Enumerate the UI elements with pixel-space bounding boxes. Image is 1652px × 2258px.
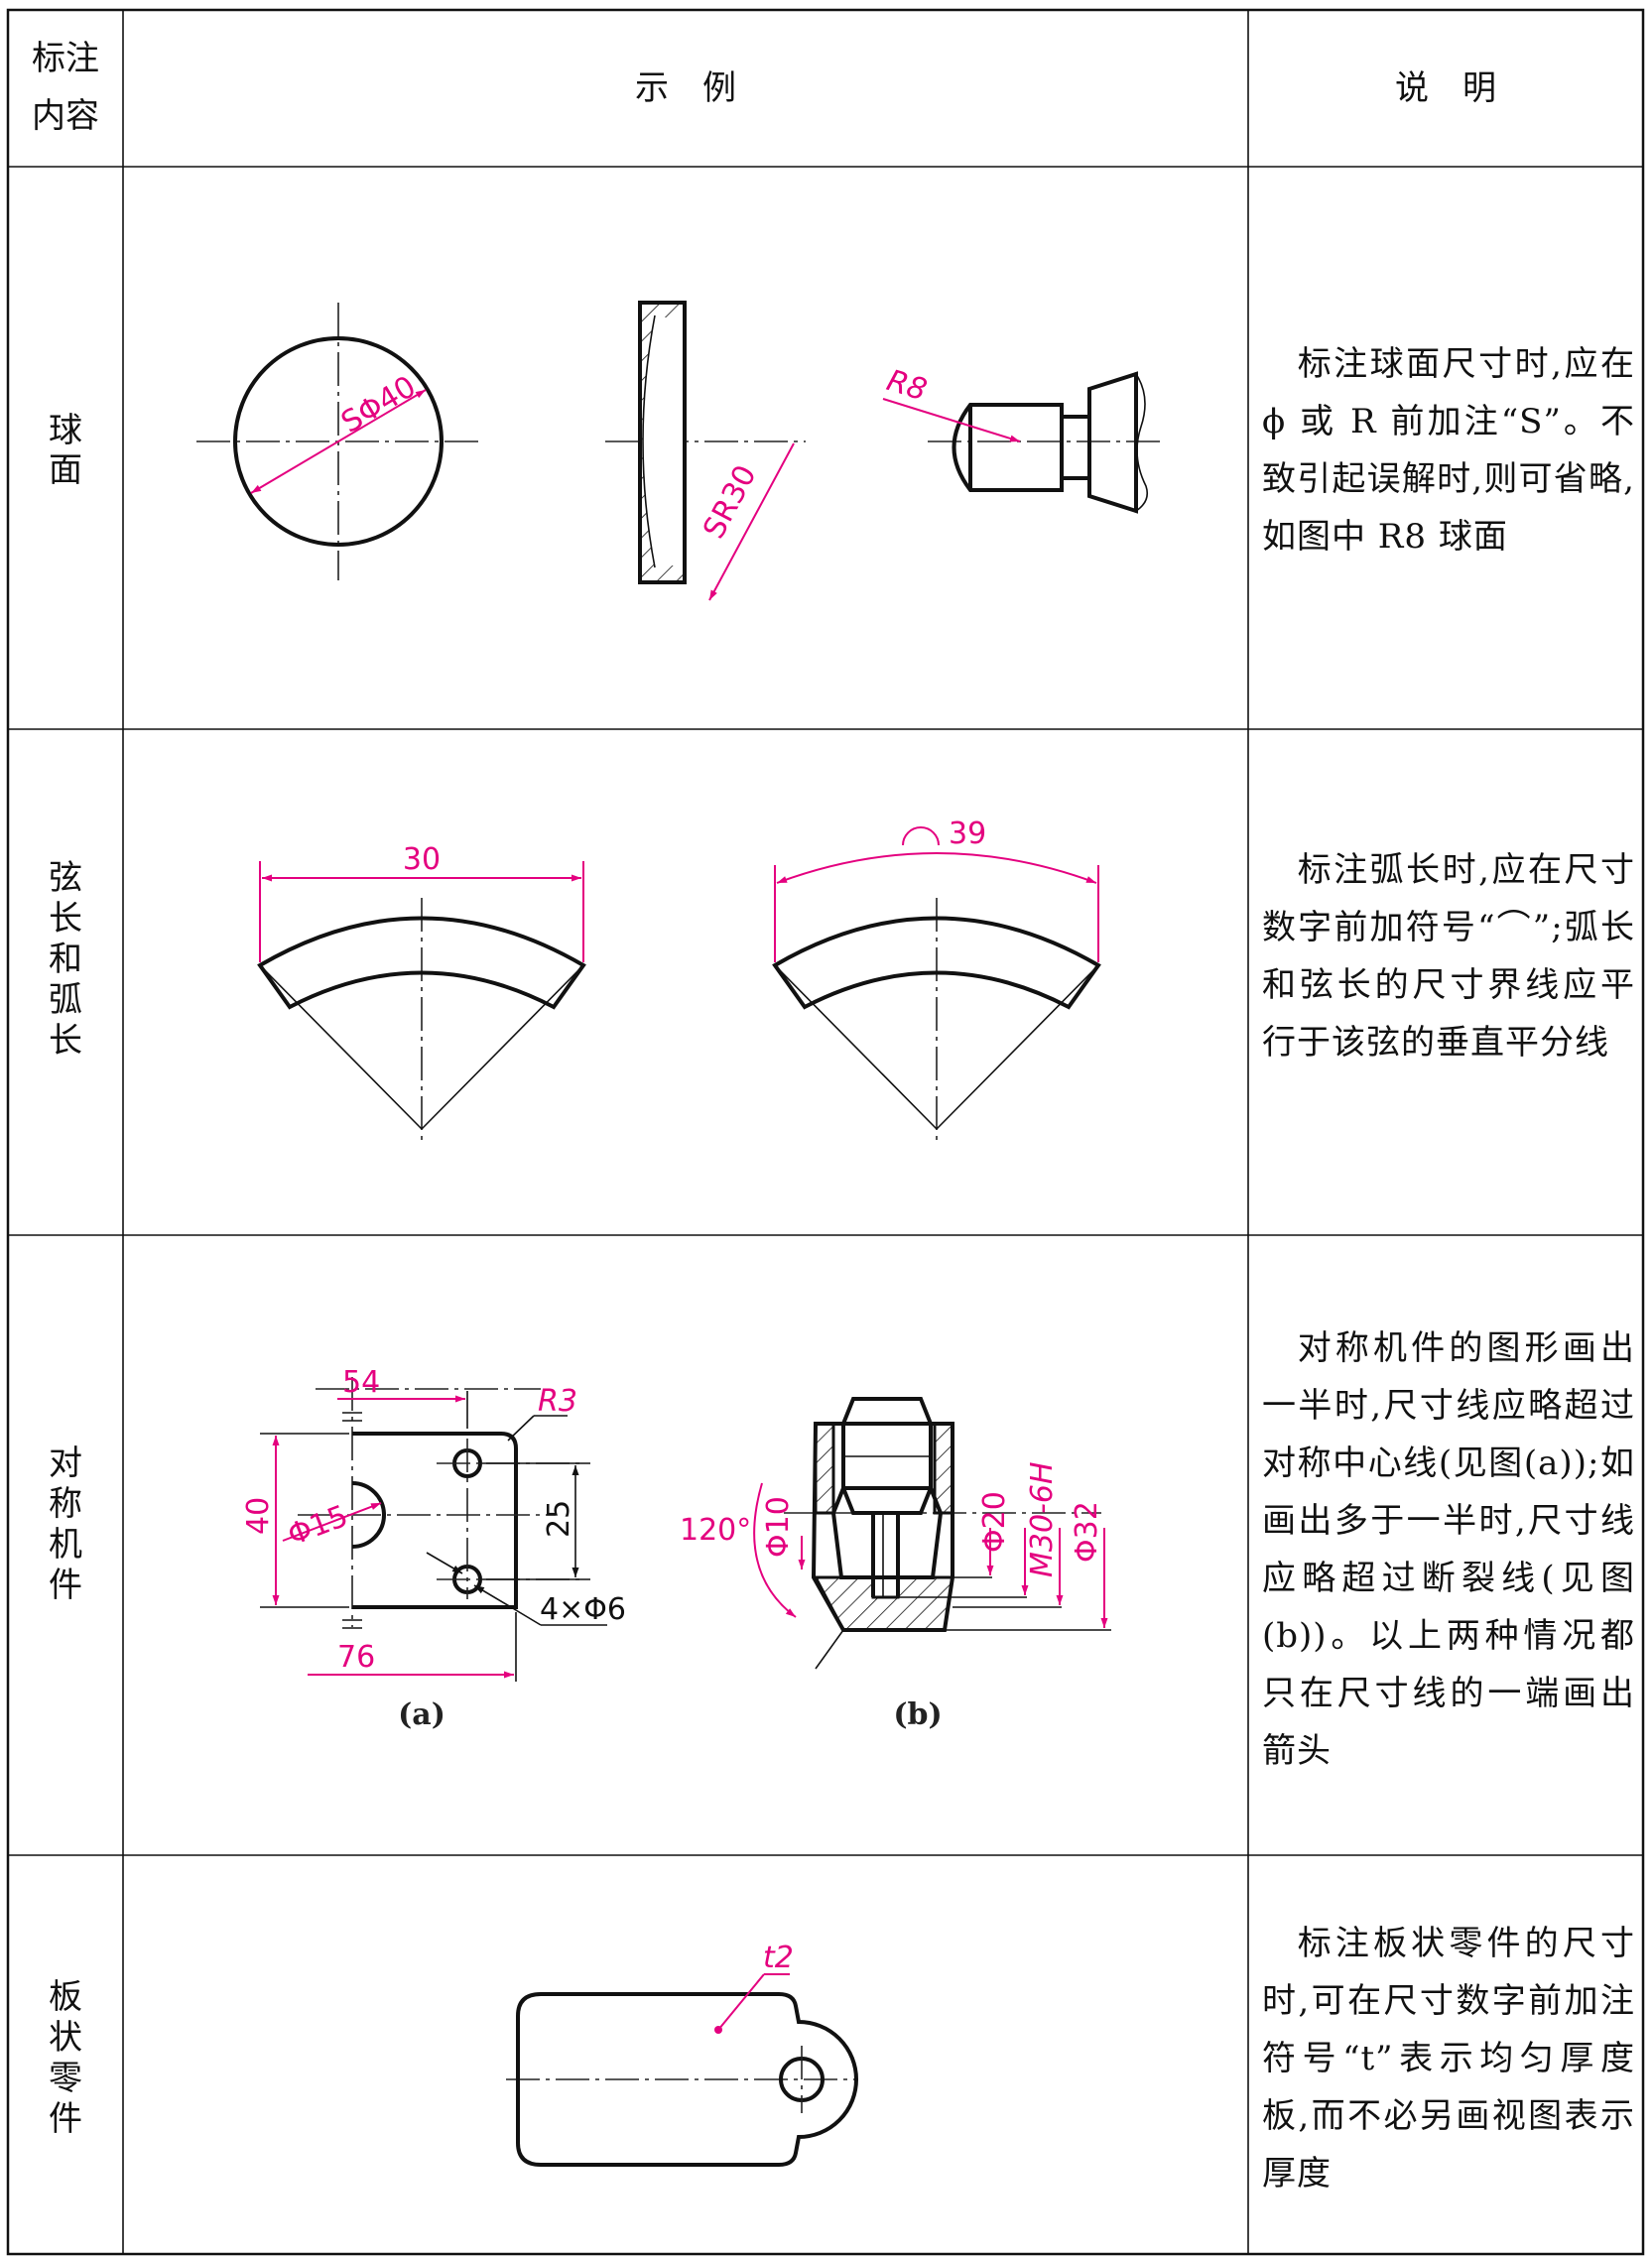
plate-example: t2: [506, 1941, 858, 2167]
row-label-char: 称: [49, 1484, 82, 1524]
row-label-char: 面: [49, 450, 82, 490]
row-label-arc: 弦 长 和 弧 长: [49, 858, 82, 1061]
dim-15: Φ15: [283, 1499, 352, 1554]
row-label-char: 状: [49, 2018, 82, 2058]
arc-symbol: [902, 826, 940, 846]
description-sphere: 标注球面尺寸时,应在 ϕ 或 R 前加注“S”。不致引起误解时,则可省略,如图中…: [1262, 344, 1635, 557]
dim-54: 54: [342, 1365, 380, 1400]
row-label-char: 弦: [49, 858, 82, 898]
description-symmetric: 对称机件的图形画出一半时,尺寸线应略超过对称中心线(见图(a));如画出多于一半…: [1262, 1328, 1635, 1771]
row-label-char: 和: [49, 940, 82, 979]
dim-10: Φ10: [761, 1496, 796, 1558]
dim-thickness: t2: [763, 1941, 794, 1975]
table-header: 标注 内容 示 例 说 明: [32, 39, 1496, 136]
row-label-char: 长: [49, 899, 82, 939]
dim-arc: 39: [949, 816, 986, 851]
sphere-example: SΦ40 SR30 R8: [196, 301, 1166, 601]
header-content-line-1: 标注: [32, 39, 99, 78]
dim-4x6: 4×Φ6: [540, 1592, 626, 1627]
dim-20: Φ20: [977, 1491, 1012, 1553]
row-label-char: 板: [49, 1977, 82, 2017]
row-label-char: 件: [49, 1566, 82, 1605]
dim-40: 40: [241, 1497, 276, 1535]
sector-ring: [257, 916, 586, 1010]
header-example: 示 例: [635, 68, 736, 108]
header-note: 说 明: [1395, 68, 1496, 108]
symmetric-example-a: 54 R3 40 Φ15 25 4×Φ6 76 (a): [241, 1365, 626, 1732]
row-label-char: 球: [49, 411, 82, 450]
arc-dimension-line: [776, 852, 1097, 884]
row-label-char: 弧: [49, 980, 82, 1020]
plate-half: [352, 1432, 518, 1609]
description-arc: 标注弧长时,应在尺寸数字前加符号“⌒”;弧长和弦长的尺寸界线应平行于该弦的垂直平…: [1262, 850, 1635, 1063]
dimension-line: [250, 389, 427, 494]
dim-120: 120°: [680, 1513, 751, 1548]
dim-r3: R3: [538, 1384, 577, 1419]
row-label-char: 长: [49, 1021, 82, 1061]
sector-ring: [772, 916, 1101, 1010]
dim-32: Φ32: [1070, 1501, 1104, 1563]
plate-outline: [516, 1992, 858, 2167]
row-label-char: 机: [49, 1525, 82, 1565]
table-grid: [6, 8, 1645, 2256]
dim-chord: 30: [403, 842, 441, 877]
row-label-char: 件: [49, 2099, 82, 2139]
caption-b: (b): [893, 1697, 942, 1732]
dim-m30: M30-6H: [1025, 1461, 1060, 1577]
arc-example: 39: [772, 816, 1101, 1146]
shaft-end: [952, 403, 1064, 492]
description-plate: 标注板状零件的尺寸时,可在尺寸数字前加注符号“t”表示均匀厚度板,而不必另画视图…: [1262, 1924, 1635, 2194]
lens-section: [638, 301, 687, 584]
chord-example: 30: [257, 842, 586, 1146]
dim-25: 25: [542, 1500, 576, 1538]
row-label-symmetric: 对 称 机 件: [49, 1443, 82, 1605]
row-label-plate: 板 状 零 件: [49, 1977, 82, 2139]
header-content-line-2: 内容: [32, 96, 99, 136]
dim-sphere-radius: SR30: [697, 459, 764, 544]
dim-sphere-diameter: SΦ40: [335, 369, 422, 440]
sphere-circle: [233, 336, 444, 547]
caption-a: (a): [398, 1697, 445, 1732]
row-label-char: 零: [49, 2059, 82, 2098]
dim-76: 76: [337, 1640, 375, 1675]
symmetric-example-b: Φ10 Φ20 M30-6H Φ32 120° (b): [680, 1397, 1111, 1732]
row-label-char: 对: [49, 1443, 82, 1483]
row-label-sphere: 球 面: [49, 411, 82, 490]
